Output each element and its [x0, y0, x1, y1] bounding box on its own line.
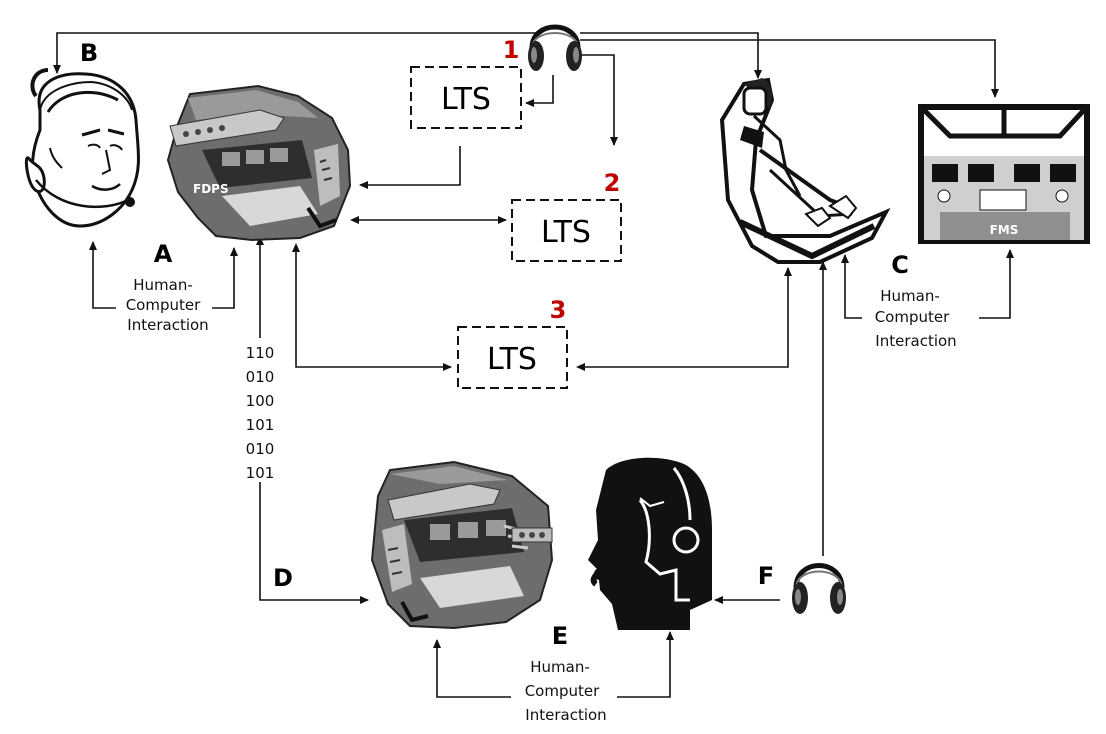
bits-row: 100 — [246, 392, 275, 410]
node-f-label: F — [758, 562, 774, 590]
node-b-label: B — [80, 39, 98, 67]
lts-label-3: LTS — [487, 342, 537, 377]
hci-a-line2: Computer — [126, 296, 201, 314]
bits-row: 101 — [246, 416, 275, 434]
lts-number-1: 1 — [503, 36, 520, 64]
fdps-label: FDPS — [193, 182, 229, 196]
hci-e-line1: Human- — [530, 658, 590, 676]
lts-label-2: LTS — [541, 215, 591, 250]
headset-icon — [792, 566, 846, 615]
hci-c-right — [979, 250, 1010, 318]
node-c-label: C — [891, 251, 909, 279]
lts-box-2: LTS 2 — [512, 169, 621, 261]
lts-number-3: 3 — [550, 296, 567, 324]
node-a-label: A — [154, 240, 173, 268]
arrow-lts1-to-fdps — [360, 146, 460, 185]
hci-e-line3: Interaction — [525, 706, 606, 724]
binary-data-stream: 110 010 100 101 010 101 — [246, 344, 275, 482]
headset-icon — [528, 27, 582, 71]
arrow-headset-to-fms — [580, 40, 995, 97]
lts-number-2: 2 — [604, 169, 621, 197]
pilot-seat-icon — [722, 78, 886, 262]
hci-a-line3: Interaction — [127, 316, 208, 334]
bits-row: 010 — [246, 368, 275, 386]
arrow-lts3-to-pilot — [583, 268, 788, 367]
bits-row: 101 — [246, 464, 275, 482]
lts-label-1: LTS — [441, 82, 491, 117]
hci-c-left — [845, 256, 862, 318]
lts-box-1: LTS 1 — [411, 36, 521, 128]
cockpit-fms-icon: FMS — [918, 104, 1090, 244]
arrow-fdps-lts3 — [296, 250, 451, 367]
computer-icon — [372, 462, 552, 628]
node-d-label: D — [273, 564, 293, 592]
bits-row: 010 — [246, 440, 275, 458]
bits-row: 110 — [246, 344, 275, 362]
hci-a-left — [93, 244, 116, 308]
hci-c-line2: Computer — [875, 308, 950, 326]
hci-e-line2: Computer — [525, 682, 600, 700]
hci-c-line3: Interaction — [875, 332, 956, 350]
hci-a-right — [212, 248, 234, 308]
controller-with-headset-icon — [26, 70, 138, 226]
pilot-silhouette-icon — [588, 458, 712, 630]
hci-e-right — [617, 632, 670, 697]
hci-a-line1: Human- — [133, 276, 193, 294]
hci-e-left — [437, 640, 511, 697]
hci-c-line1: Human- — [880, 287, 940, 305]
fms-label: FMS — [990, 223, 1019, 237]
arrow-headset-to-lts1 — [526, 75, 553, 103]
node-e-label: E — [552, 622, 568, 650]
arrow-headset-to-lts2 — [580, 55, 614, 145]
lts-box-3: LTS 3 — [458, 296, 567, 388]
fdps-computer-icon: FDPS — [168, 86, 350, 240]
